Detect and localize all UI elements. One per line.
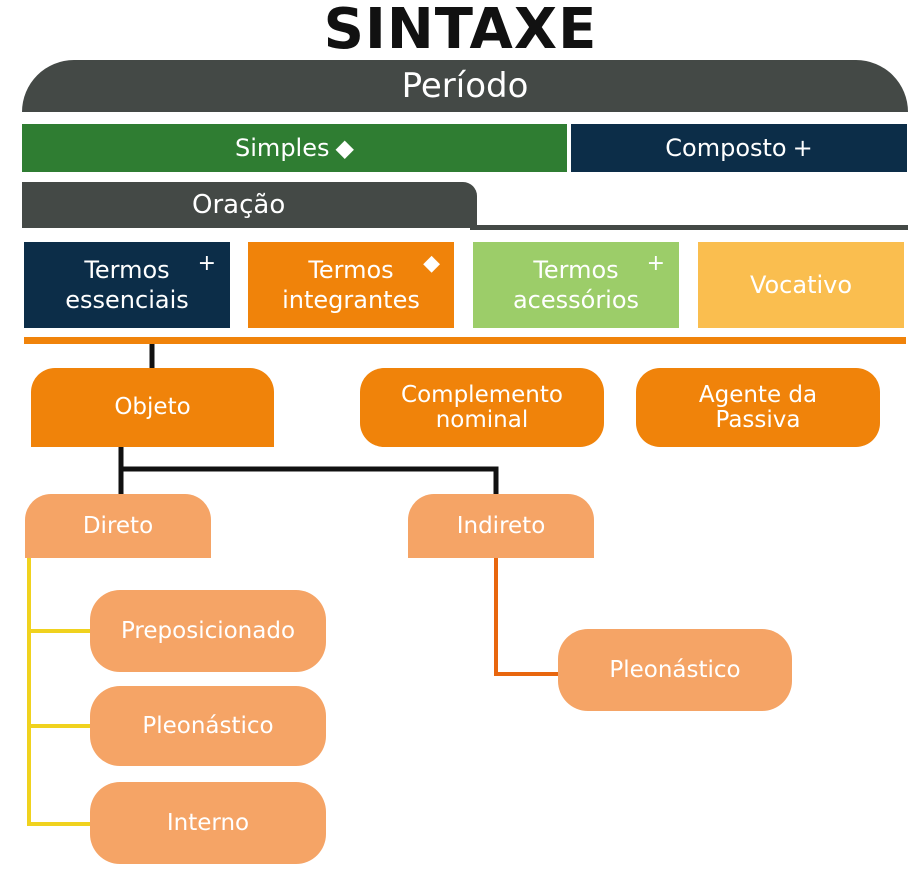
diagram-title: SINTAXE [323,0,598,62]
direto-trunk-line [27,558,90,826]
plus-icon: + [792,134,813,162]
oracao-underline [470,225,908,230]
termos-integrantes: Termos integrantes ◆ [248,242,454,328]
integrantes-bar [24,337,906,344]
complemento-line2: nominal [435,406,529,433]
vocativo: Vocativo [698,242,904,328]
termos-acessorios: Termos acessórios + [473,242,679,328]
termos-essenciais-line1: Termos [84,256,170,284]
diamond-icon: ◆ [423,251,440,276]
node-pleonastico-indireto: Pleonástico [558,629,792,711]
node-direto: Direto [25,494,211,558]
node-indireto: Indireto [408,494,594,558]
agente-line2: Passiva [715,406,801,433]
node-interno: Interno [90,782,326,864]
termos-integrantes-line2: integrantes [282,286,420,314]
termos-integrantes-line1: Termos [308,256,394,284]
indireto-to-pleonastico-line [494,558,558,676]
termos-essenciais: Termos essenciais + [24,242,230,328]
periodo-composto-label: Composto [665,134,787,162]
termos-essenciais-line2: essenciais [65,286,189,314]
plus-icon: + [197,251,216,276]
diamond-icon: ◆ [335,134,354,162]
periodo-composto: Composto + [571,124,907,172]
termos-acessorios-line1: Termos [533,256,619,284]
vocativo-label: Vocativo [749,271,853,299]
termos-acessorios-line2: acessórios [512,286,640,314]
node-objeto: Objeto [31,368,274,447]
periodo-simples: Simples ◆ [22,124,567,172]
node-preposicionado: Preposicionado [90,590,326,672]
node-pleonastico-direto: Pleonástico [90,686,326,766]
node-agente-da-passiva: Agente da Passiva [636,368,880,447]
oracao-header: Oração [22,182,477,228]
agente-line1: Agente da [698,382,818,409]
plus-icon: + [646,251,665,276]
objeto-to-indireto-line [121,466,499,494]
node-complemento-nominal: Complemento nominal [360,368,604,447]
complemento-line1: Complemento [401,382,563,409]
periodo-header: Período [22,60,908,112]
periodo-simples-label: Simples [235,134,330,162]
